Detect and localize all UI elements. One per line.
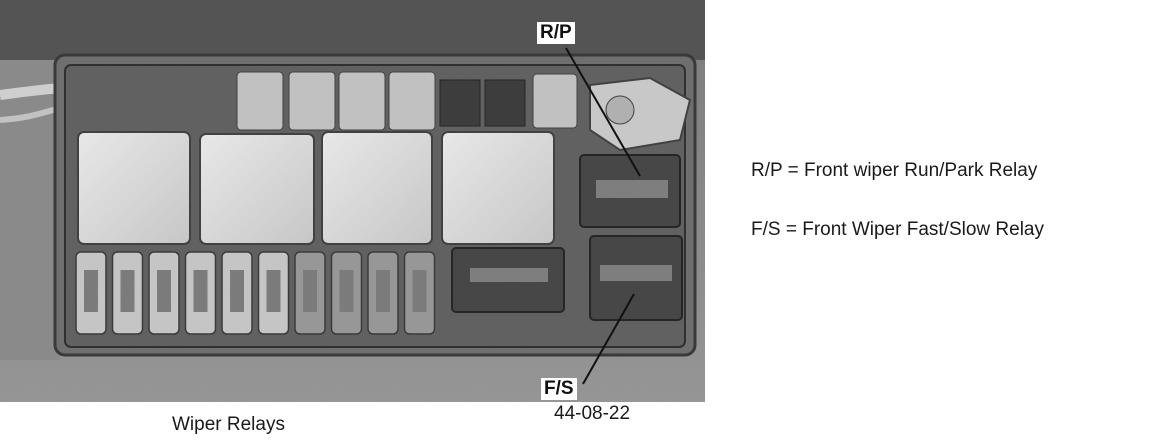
fast-slow-callout-label: F/S bbox=[541, 378, 577, 400]
figure-caption: Wiper Relays bbox=[172, 414, 285, 435]
run-park-callout-label: R/P bbox=[537, 22, 575, 44]
figure-number: 44-08-22 bbox=[554, 403, 631, 424]
run-park-callout-line bbox=[565, 47, 641, 177]
fast-slow-callout-line bbox=[582, 293, 635, 385]
legend-fast-slow: F/S = Front Wiper Fast/Slow Relay bbox=[751, 219, 1044, 240]
legend-run-park: R/P = Front wiper Run/Park Relay bbox=[751, 160, 1038, 181]
photo-grain bbox=[0, 0, 705, 402]
